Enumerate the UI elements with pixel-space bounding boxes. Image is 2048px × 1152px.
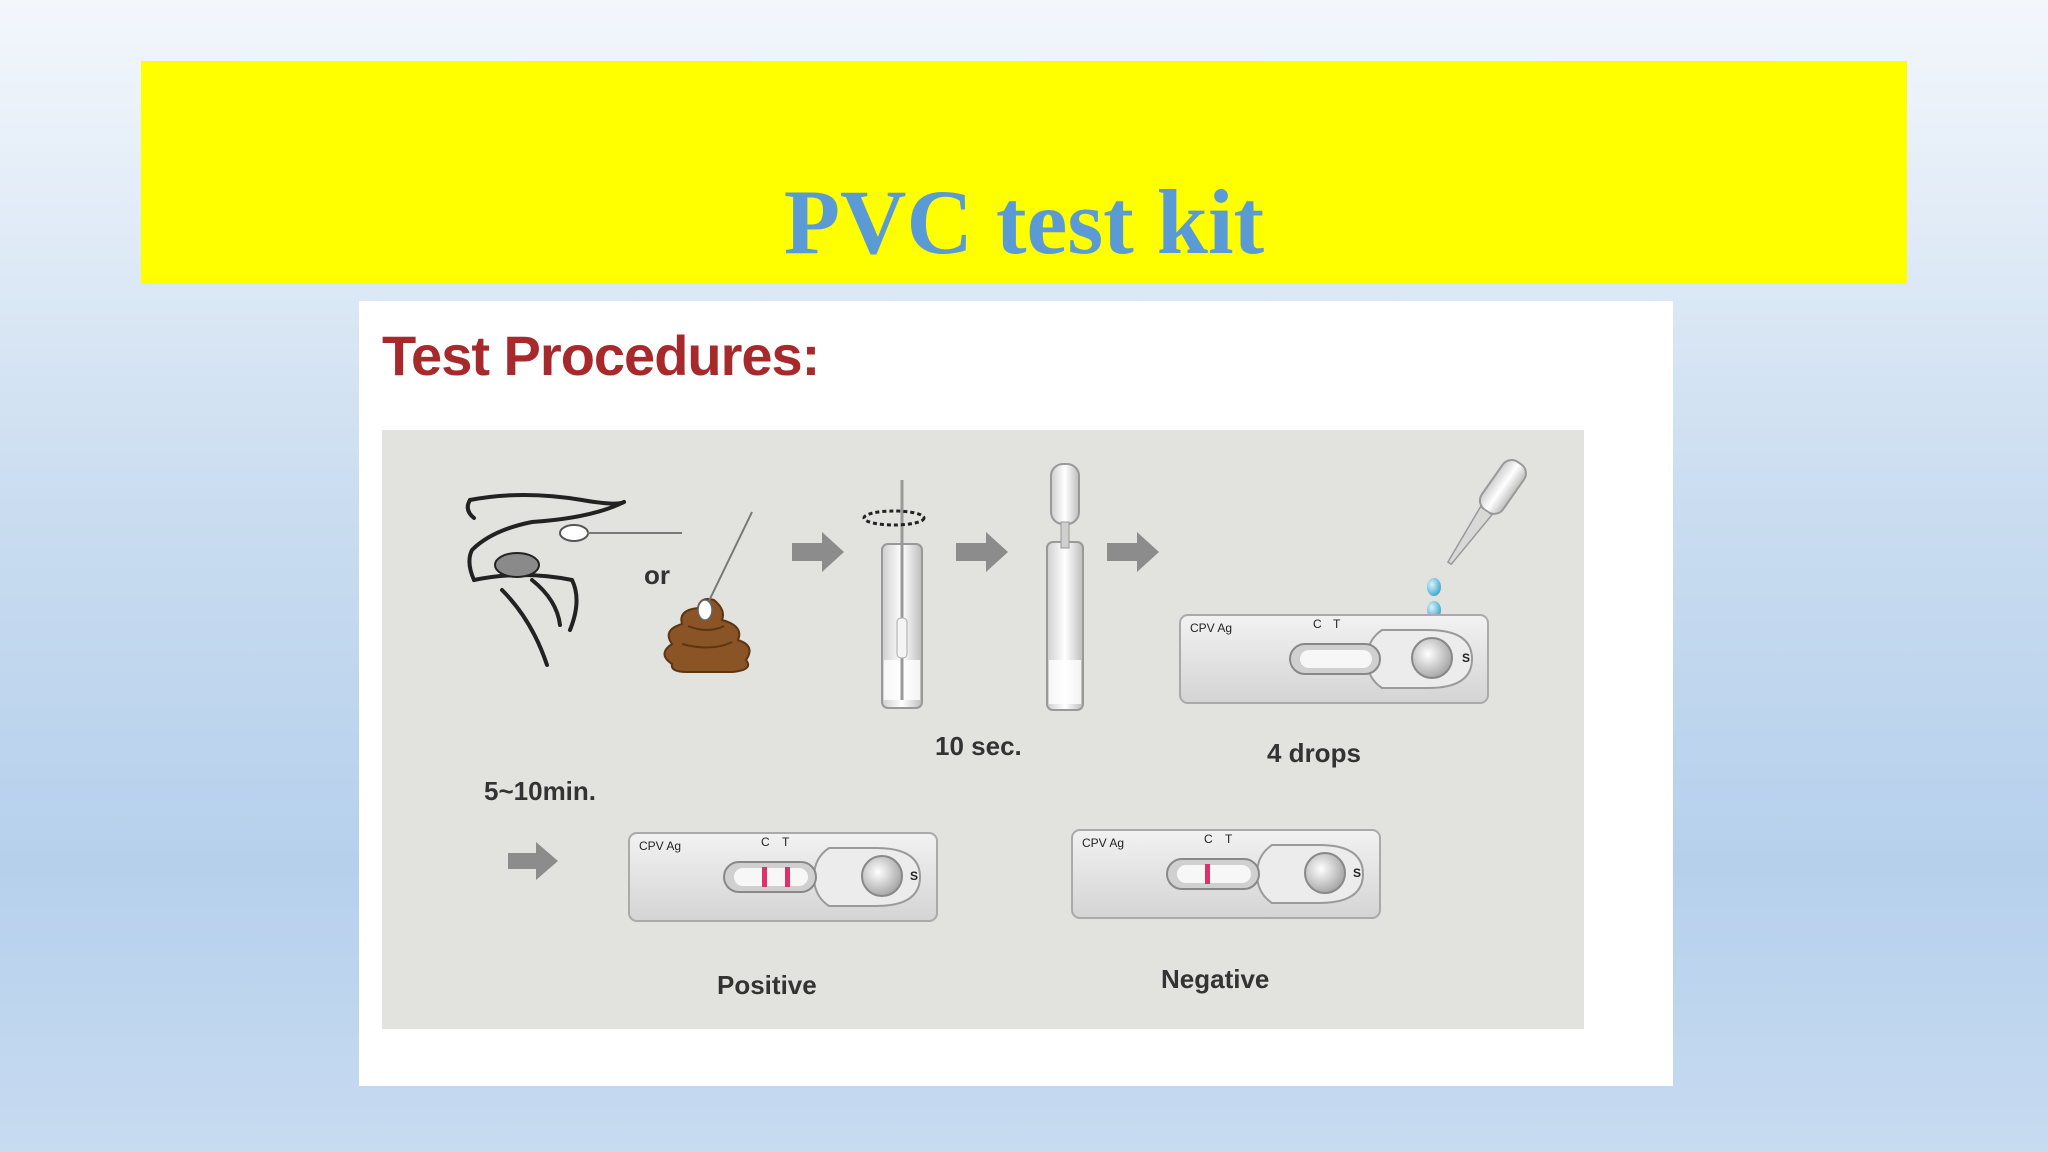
cassette-positive-t: T <box>782 835 790 849</box>
rectal-swab-illustration <box>465 493 626 667</box>
swab-tip <box>559 524 589 542</box>
cassette-positive-brand: CPV Ag <box>639 839 682 853</box>
cassette-sample-s: S <box>1462 651 1471 665</box>
procedure-figure: Test Procedures: <box>359 301 1673 1086</box>
tube-with-swab-illustration <box>862 480 926 709</box>
slide-title: PVC test kit <box>783 171 1265 273</box>
title-banner: PVC test kit <box>141 61 1907 284</box>
cassette-positive-c: C <box>761 835 770 849</box>
positive-label: Positive <box>717 970 817 1000</box>
cassette-negative-brand: CPV Ag <box>1082 836 1125 850</box>
cassette-negative-c: C <box>1204 832 1213 846</box>
cassette-sample-c: C <box>1313 617 1322 631</box>
procedure-panel: or 10 sec. 4 drops 5~10min. Positive Neg… <box>382 430 1584 1029</box>
procedure-illustration <box>465 459 1527 922</box>
wait-time-label: 5~10min. <box>484 776 597 806</box>
feces-swab-illustration <box>663 511 753 673</box>
cassette-positive <box>628 832 938 922</box>
procedure-heading: Test Procedures: <box>382 324 820 387</box>
step3-time-label: 10 sec. <box>935 731 1022 761</box>
negative-label: Negative <box>1161 964 1270 994</box>
cassette-negative-t: T <box>1225 832 1233 846</box>
swab-body-shape <box>494 552 540 578</box>
cassette-sample-t: T <box>1333 617 1341 631</box>
cassette-sample <box>1179 614 1489 704</box>
arrow-4 <box>508 842 558 880</box>
cassette-sample-brand: CPV Ag <box>1190 621 1233 635</box>
step1-or-label: or <box>644 560 670 590</box>
cassette-positive-s: S <box>910 869 919 883</box>
arrow-1 <box>792 532 844 572</box>
dropper-illustration <box>1446 459 1527 566</box>
step4-drops-label: 4 drops <box>1267 738 1361 768</box>
arrow-2 <box>956 532 1008 572</box>
tube-with-dropper-illustration <box>1046 463 1084 711</box>
arrow-3 <box>1107 532 1159 572</box>
cassette-negative <box>1071 829 1381 919</box>
cassette-negative-s: S <box>1353 866 1362 880</box>
